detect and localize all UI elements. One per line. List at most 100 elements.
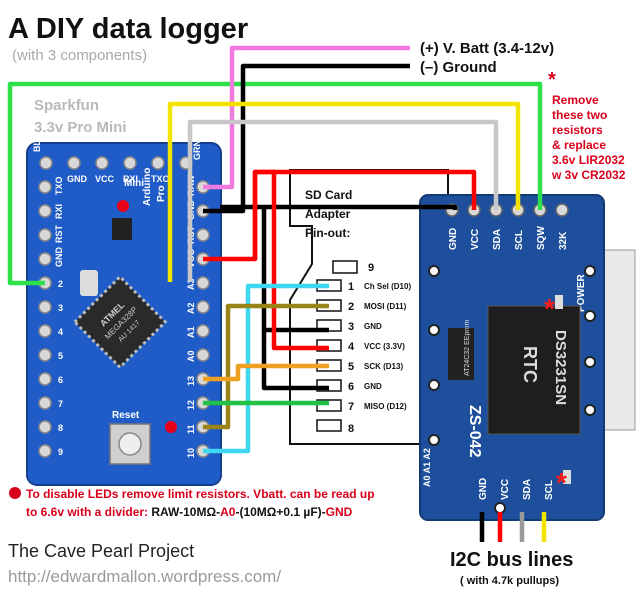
sd-pin-num-4: 4 [348, 341, 355, 353]
sd-pin-num-7: 7 [348, 401, 354, 413]
pro-mini-label-2: 3.3v Pro Mini [34, 119, 127, 136]
pin-label-txo-top: TXO [151, 174, 170, 184]
footer-url[interactable]: http://edwardmallon.wordpress.com/ [8, 567, 281, 586]
rtc-note-line-6: w 3v CR2032 [551, 168, 626, 182]
pin-label-rxi-top: RXI [123, 174, 138, 184]
led-note-gnd: GND [326, 505, 353, 519]
sd-title-3: Pin-out: [305, 226, 350, 240]
pin-label-a0: A0 [186, 350, 196, 362]
rtc-power-text: POWER [576, 273, 587, 312]
ds3231-chip [487, 305, 581, 435]
pin-label-a2: A2 [186, 302, 196, 314]
sd-pin-label-7: MISO (D12) [364, 402, 407, 411]
ds3231-rtc-text: RTC [520, 346, 540, 383]
sd-pad-9 [332, 260, 358, 274]
led-note-part-a: to 6.6v with a divider: [26, 505, 151, 519]
rtc-pin-top-sqw: SQW [536, 226, 547, 250]
pin-label-l-rxi: RXI [54, 204, 64, 219]
rtc-pin-bot-scl: SCL [544, 480, 555, 500]
pin-label-blk: BLK [32, 133, 42, 152]
pin-label-l-9: 9 [58, 447, 63, 457]
pin-label-12: 12 [186, 400, 196, 410]
sd-pin-label-6: GND [364, 382, 382, 391]
rtc-model: ZS-042 [466, 405, 483, 458]
rtc-pin-top-32k: 32K [558, 231, 569, 250]
rtc-pin-top-sda: SDA [492, 229, 503, 250]
rtc-note-line-4: & replace [552, 138, 606, 152]
rtc-note-line-2: these two [552, 108, 607, 122]
pin-label-vcc-top: VCC [95, 174, 115, 184]
wire-gnd-rtc [220, 204, 458, 210]
rtc-pin-top-gnd: GND [448, 228, 459, 250]
sd-pin-9: 9 [368, 262, 374, 274]
rtc-resistor-1 [555, 295, 563, 309]
pin-label-l-4: 4 [58, 327, 63, 337]
rtc-resistor-2 [563, 470, 571, 484]
led-note-line-2: to 6.6v with a divider: RAW-10MΩ-A0-(10M… [26, 505, 353, 519]
pin-label-a3: A3 [186, 278, 196, 290]
rtc-asterisk-2: * [556, 467, 567, 498]
pin-label-l-gnd: GND [54, 247, 64, 268]
pin-label-11: 11 [186, 424, 196, 434]
sd-pin-num-6: 6 [348, 381, 354, 393]
ds3231-label: DS3231SN [552, 330, 569, 405]
board-text-pro: Pro [156, 185, 167, 202]
board-text-arduino: Arduino [142, 168, 153, 206]
rtc-note-line-5: 3.6v LIR2032 [552, 153, 625, 167]
wire-a4-sda [167, 101, 521, 282]
vbatt-label: (+) V. Batt (3.4-12v) [420, 40, 554, 57]
pin-label-l-txo: TXO [54, 176, 64, 195]
sd-pin-num-5: 5 [348, 361, 354, 373]
pin-label-l-3: 3 [58, 303, 63, 313]
pro-mini-label-1: Sparkfun [34, 97, 99, 114]
page-title: A DIY data logger [8, 13, 248, 45]
sd-pin-label-4: VCC (3.3V) [364, 342, 405, 351]
voltage-regulator [112, 218, 132, 240]
led-marker-bottom [165, 421, 177, 433]
pin-label-13: 13 [186, 376, 196, 386]
rtc-pin-top-scl: SCL [514, 230, 525, 250]
wire-d11-mosi [203, 303, 329, 430]
i2c-title: I2C bus lines [450, 549, 573, 571]
rtc-pin-bot-sda: SDA [522, 479, 533, 500]
pin-label-l-rst: RST [54, 224, 64, 243]
sd-pin-label-2: MOSI (D11) [364, 302, 407, 311]
rtc-addr-pins: A0 A1 A2 [422, 448, 432, 487]
reset-button-cap [118, 432, 142, 456]
sd-title-1: SD Card [305, 188, 352, 202]
wires [7, 45, 543, 454]
pin-label-10: 10 [186, 448, 196, 458]
eeprom-chip [448, 328, 474, 380]
footer-project: The Cave Pearl Project [8, 541, 194, 561]
reset-label: Reset [112, 410, 140, 421]
pin-label-l-5: 5 [58, 351, 63, 361]
ground-label: (–) Ground [420, 59, 497, 76]
pro-mini-board: BLK GND VCC RXI TXO GRN TXO RXI RST GND … [26, 133, 222, 486]
i2c-bus-wires [479, 512, 547, 542]
led-note-part-c: -(10MΩ+0.1 µF)- [235, 505, 325, 519]
sd-pin-num-8: 8 [348, 423, 354, 435]
pin-label-gnd-top: GND [67, 174, 88, 184]
wire-gnd-sd6 [261, 330, 329, 391]
sd-pin-num-2: 2 [348, 301, 354, 313]
wire-a5-scl [187, 119, 499, 282]
led-note-raw: RAW [151, 505, 180, 519]
rtc-note-line-3: resistors [552, 123, 603, 137]
wire-gnd-ground [203, 63, 410, 214]
led-note-a0: A0 [220, 505, 236, 519]
wire-vcc-sd [252, 169, 329, 351]
rtc-pin-bot-vcc: VCC [500, 479, 511, 500]
sd-title-2: Adapter [305, 207, 351, 221]
pin-label-a1: A1 [186, 326, 196, 338]
sd-pin-label-3: GND [364, 322, 382, 331]
wire-d10-chsel [203, 283, 329, 454]
led-note-bullet [9, 487, 21, 499]
rtc-module: GND VCC SDA SCL SQW 32K POWER AT24C32 EE… [419, 194, 636, 521]
wire-d2-sqw [7, 81, 543, 286]
eeprom-text: AT24C32 EEprom [464, 320, 471, 376]
wire-d13-sck [203, 363, 329, 382]
rtc-asterisk-1: * [544, 293, 555, 324]
sd-pin-label-1: Ch Sel (D10) [364, 282, 411, 291]
sd-pin-label-5: SCK (D13) [364, 362, 403, 371]
